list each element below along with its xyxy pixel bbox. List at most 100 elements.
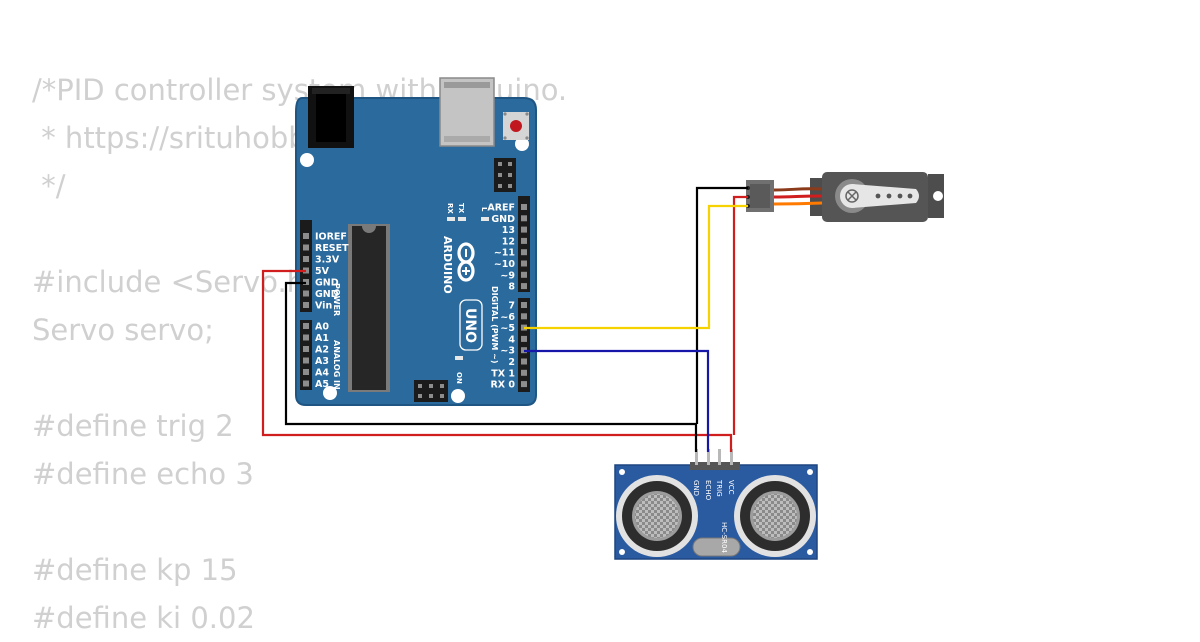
analog-header [300,320,312,390]
pin-label: ~6 [500,312,515,323]
pin-label: ~9 [500,270,515,281]
pin-label: GND [491,214,515,225]
header-pin[interactable] [521,313,527,320]
wire-servo-power [732,195,748,435]
pin-label: 13 [502,225,515,236]
header-pin[interactable] [521,335,527,342]
mounting-hole [323,386,337,400]
icsp-header-2 [414,380,448,402]
header-pin[interactable] [521,260,527,267]
header-pin[interactable] [521,381,527,388]
pin-label: Vin [315,301,332,312]
mounting-hole [300,153,314,167]
sensor-pin-label: TRIG [715,479,723,497]
pin-label: 7 [508,301,515,312]
on-led-label: ON [455,372,463,384]
servo-connector [746,180,774,212]
header-pin[interactable] [521,302,527,308]
pin-label: ~5 [500,323,515,334]
pin-label: RX 0 [490,380,515,391]
code-line: #define ki 0.02 [32,601,255,635]
sensor-pin-label: ECHO [704,480,712,501]
arduino-brand-label: ARDUINO [441,236,454,294]
header-pin[interactable] [303,369,309,375]
pin-label: A5 [315,379,329,390]
pin-label: 8 [508,282,515,293]
wire-5v-to-sensor-vcc [261,269,733,452]
mounting-hole [515,137,529,151]
pin-label: 12 [502,236,515,247]
ultrasonic-transducer-right [734,475,816,557]
header-pin[interactable] [303,323,309,329]
pin-label: A2 [315,345,329,356]
sensor-pin-label: GND [692,480,700,496]
header-pin[interactable] [521,271,527,278]
header-pin[interactable] [521,226,527,233]
mounting-hole [451,389,465,403]
pin-label: IOREF [315,232,347,243]
tx-led-label: TX [457,203,465,214]
header-pin[interactable] [303,256,309,262]
tx-rx-leds [447,217,489,360]
header-pin[interactable] [521,369,527,376]
header-pin[interactable] [303,334,309,341]
sensor-model-label: HC-SR04 [720,522,728,553]
header-pin[interactable] [521,249,527,256]
header-pin[interactable] [521,204,527,210]
header-pin[interactable] [521,358,527,365]
code-line: #include <Servo.h> [32,265,330,299]
pin-label: A4 [315,368,329,379]
uno-label-box: UNO [459,299,483,351]
power-header [300,220,312,312]
pin-label: 5V [315,266,330,277]
uno-model-label: UNO [462,308,478,343]
usb-connector [439,77,495,147]
analog-section-label: ANALOG IN [332,340,341,390]
header-pin[interactable] [303,302,309,308]
header-pin[interactable] [303,244,309,251]
pin-label: A3 [315,356,329,367]
header-pin[interactable] [303,346,309,352]
code-line: #define kp 15 [32,553,238,587]
pin-label: ~10 [494,259,516,270]
pin-label: TX 1 [491,368,515,379]
pin-label: RESET [315,243,349,254]
wires [261,186,748,452]
pin-label: ~11 [494,248,515,259]
code-line: */ [32,169,66,203]
rx-led-label: RX [446,203,454,214]
header-pin[interactable] [521,283,527,290]
sensor-pin-label: VCC [727,480,735,495]
pin-label: 4 [508,334,515,345]
pin-label: GND [315,289,339,300]
header-pin[interactable] [303,290,309,297]
digital-section-label: DIGITAL (PWM ~) [490,286,499,364]
digital-header-lower [518,298,530,392]
header-pin[interactable] [521,215,527,222]
sensor-crystal [692,537,741,557]
sensor-pin-header [690,449,740,470]
pin-label: A1 [315,333,329,344]
wire-gnd-to-sensor-gnd [284,281,698,452]
pin-label: ~3 [500,346,515,357]
servo-horn [835,179,919,213]
header-pin[interactable] [303,357,309,364]
code-line: Servo servo; [32,313,214,347]
microcontroller-chip [348,224,390,392]
header-pin[interactable] [303,233,309,239]
pin-label: 2 [508,357,515,368]
header-pin[interactable] [521,237,527,244]
pin-label: 3.3V [315,255,340,266]
reset-button[interactable] [503,112,529,140]
pin-label: AREF [487,203,515,214]
code-line: #define trig 2 [32,409,234,443]
code-line: #define echo 3 [32,457,254,491]
l-led-label: L [480,207,488,212]
servo-motor[interactable] [810,172,944,222]
pin-label: GND [315,278,339,289]
header-pin[interactable] [303,380,309,387]
wire-pin3-to-sensor-echo [524,349,710,452]
